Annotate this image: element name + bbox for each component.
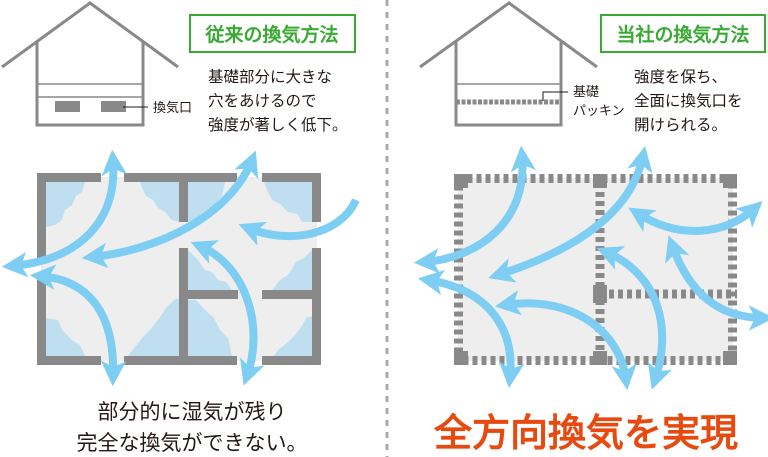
packing-label-line: パッキン	[573, 104, 625, 119]
left-title-box	[189, 14, 356, 53]
packing-label-line: 基礎	[573, 85, 599, 100]
airflow-arrow	[81, 150, 259, 269]
right-airflow-arrows	[413, 145, 768, 391]
airflow-arrow	[596, 246, 673, 390]
right-description-line: 開けられる。	[634, 116, 727, 134]
left-airflow-arrows	[1, 149, 360, 387]
airflow-arrow	[238, 198, 360, 246]
airflow-arrow	[488, 145, 653, 283]
airflow-arrow	[29, 264, 127, 387]
airflow-arrow	[665, 235, 768, 331]
left-description-line: 強度が著しく低下。	[208, 116, 348, 134]
right-floor-plan	[454, 174, 737, 365]
left-caption-line: 部分的に湿気が残り	[98, 400, 287, 424]
right-title: 当社の換気方法	[616, 23, 749, 46]
vent-hole	[101, 101, 126, 112]
right-house-illustration	[419, 1, 598, 127]
left-floor-plan	[37, 173, 321, 365]
right-description-line: 強度を保ち、	[634, 68, 727, 86]
airflow-arrow	[628, 201, 763, 235]
right-description-line: 全面に換気口を	[634, 92, 743, 110]
right-title-box	[600, 14, 766, 53]
vent-label: 換気口	[153, 100, 192, 116]
airflow-arrow	[190, 240, 265, 386]
right-caption: 全方向換気を実現	[433, 411, 738, 455]
left-description-line: 穴をあけるので	[208, 92, 317, 110]
left-house-illustration	[1, 1, 179, 127]
packing-label-leader	[542, 91, 568, 101]
vent-hole	[55, 101, 80, 112]
left-caption-line: 完全な換気ができない。	[77, 431, 308, 455]
left-description-line: 基礎部分に大きな	[208, 68, 332, 86]
left-title: 従来の換気方法	[204, 23, 338, 46]
